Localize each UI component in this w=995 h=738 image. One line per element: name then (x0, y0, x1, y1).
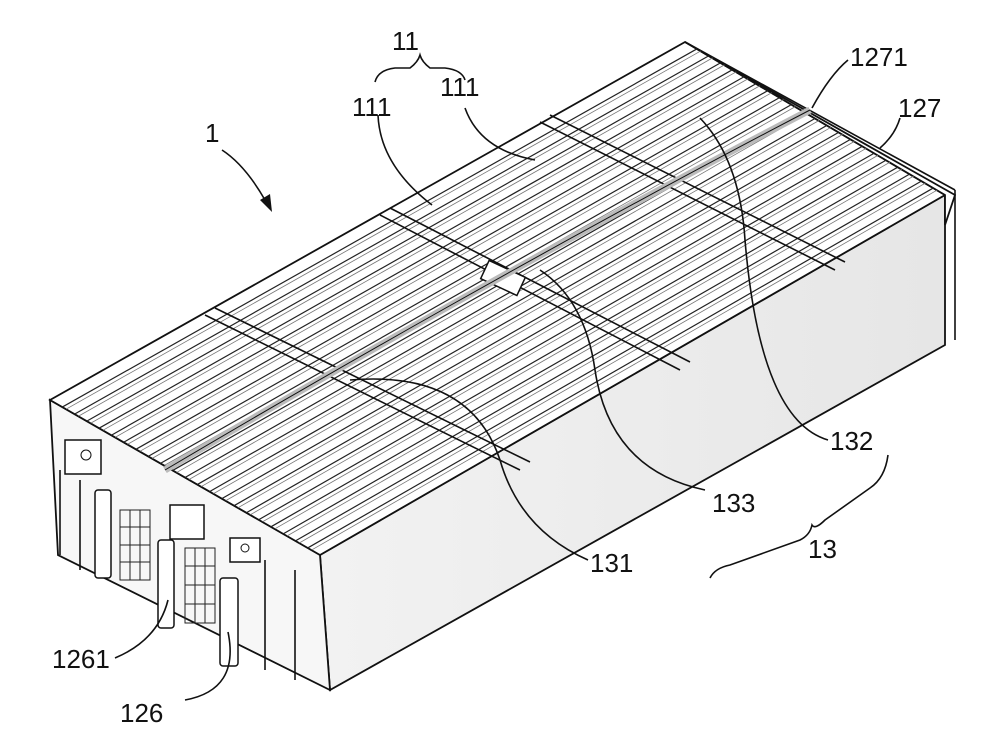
module-body (50, 42, 955, 690)
terminal-block-right (230, 538, 260, 562)
label-111-a: 111 (352, 92, 392, 122)
label-111-b: 111 (440, 72, 480, 102)
vent-slot-3 (220, 578, 238, 666)
label-126: 126 (120, 698, 163, 728)
label-13: 13 (808, 534, 837, 564)
label-127: 127 (898, 93, 941, 123)
arrow-1 (222, 150, 265, 200)
label-131: 131 (590, 548, 633, 578)
terminal-block-left (65, 440, 101, 474)
vent-slot-2 (158, 540, 174, 628)
label-133: 133 (712, 488, 755, 518)
label-132: 132 (830, 426, 873, 456)
leader-127 (880, 118, 900, 148)
label-1: 1 (205, 118, 219, 148)
arrow-1-head (260, 194, 272, 212)
leader-1271 (812, 60, 848, 108)
label-1261: 1261 (52, 644, 110, 674)
label-1271: 1271 (850, 42, 908, 72)
vent-slot-1 (95, 490, 111, 578)
label-11: 11 (392, 26, 419, 56)
terminal-block-center (170, 505, 204, 539)
